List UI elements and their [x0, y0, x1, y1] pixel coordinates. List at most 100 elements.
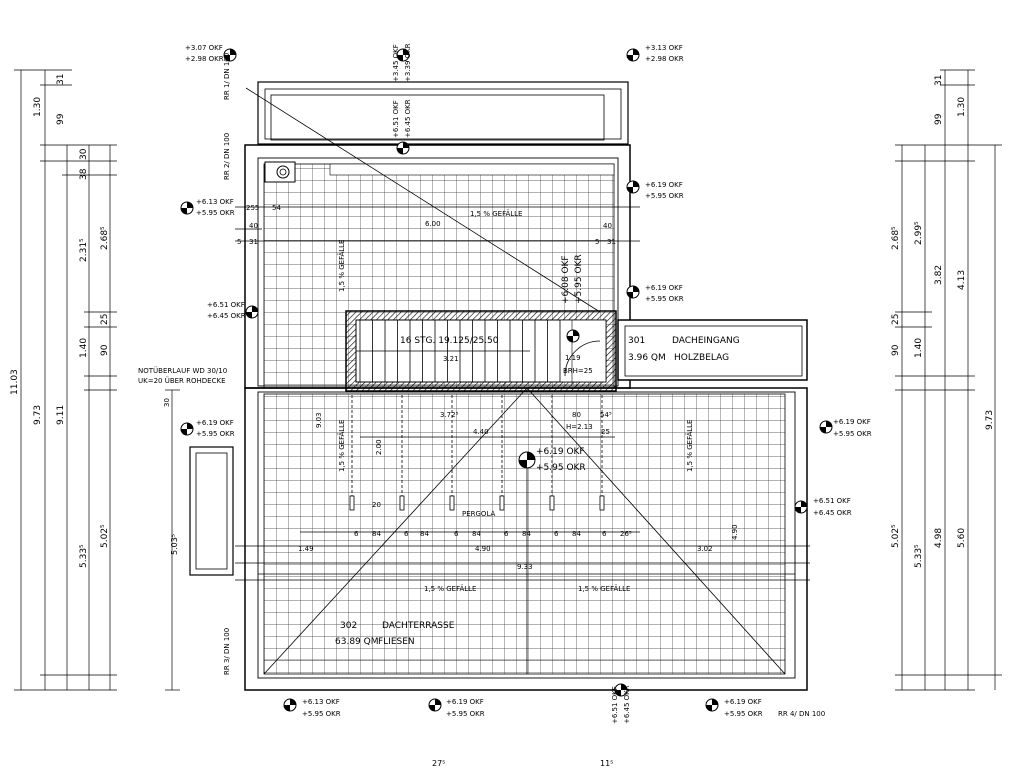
left-n: 25 — [100, 314, 110, 325]
elevation-markers — [180, 48, 833, 712]
level-b2-okr: +5.95 OKR — [446, 710, 485, 718]
level-r4-okf: +6.51 OKF — [813, 497, 851, 505]
pergola-post — [599, 495, 605, 511]
pergola-columns — [349, 395, 605, 511]
dim-119: 1.19 — [565, 354, 581, 362]
room-301-area: 3.96 QM — [628, 353, 666, 363]
left-total: 11.03 — [10, 369, 20, 395]
dim-40-r: 40 — [603, 222, 612, 230]
dim-84-c: 84 — [472, 530, 481, 538]
overflow-line-2: UK=20 ÜBER ROHDECKE — [138, 376, 226, 385]
level-tl-okr: +2.98 OKR — [185, 55, 224, 63]
level-mid-okr: +6.45 OKR — [404, 99, 412, 138]
right-n: 31 — [934, 75, 944, 86]
room-302-area: 63.89 QM — [335, 637, 378, 647]
elevation-marker-icon — [566, 329, 580, 343]
dim-6-c: 6 — [454, 530, 459, 538]
dim-302: 3.02 — [697, 545, 713, 553]
dim-490-v: 4.90 — [731, 524, 739, 540]
elevation-marker-icon — [626, 180, 640, 194]
dim-265: 26⁵ — [620, 530, 632, 538]
stair-label: 16 STG. 19.125/25.50 — [400, 336, 499, 346]
pergola-label: PERGOLA — [462, 510, 496, 518]
elevation-marker-icon — [518, 451, 536, 469]
room-301-number: 301 — [628, 336, 645, 346]
pergola-post — [549, 495, 555, 511]
dim-5-l: 5 — [237, 238, 241, 246]
level-b2-okf: +6.19 OKF — [446, 698, 484, 706]
room-301-floor: HOLZBELAG — [674, 353, 729, 363]
elevation-marker-icon — [428, 698, 442, 712]
slope-labels: 1,5 % GEFÄLLE 1,5 % GEFÄLLE 1,5 % GEFÄLL… — [337, 209, 694, 593]
right-a: 1.30 — [957, 97, 967, 117]
right-g: 1.40 — [914, 338, 924, 358]
left-k: 2.68⁵ — [100, 226, 110, 250]
dim-54b: 54⁵ — [600, 411, 612, 419]
right-d: 2.99⁵ — [914, 221, 924, 245]
left-h: 38 — [79, 168, 89, 180]
dim-490: 4.90 — [475, 545, 491, 553]
pergola-post — [449, 495, 455, 511]
right-m: 5.60 — [957, 528, 967, 548]
dim-440: 4.40 — [473, 428, 489, 436]
slope-lower-left: 1,5 % GEFÄLLE — [337, 420, 346, 472]
level-r2-okr: +5.95 OKR — [645, 295, 684, 303]
left-i: 30 — [79, 148, 89, 160]
left-balcony — [189, 446, 234, 576]
pergola-post — [349, 495, 355, 511]
slope-left: 1,5 % GEFÄLLE — [337, 240, 346, 292]
dim-3725: 3.72⁵ — [440, 411, 459, 419]
level-tm-okf: +3.45 OKF — [392, 44, 400, 82]
elevation-marker-icon — [396, 141, 410, 155]
lower-terrace — [244, 387, 808, 691]
elevation-marker-icon — [626, 48, 640, 62]
dim-80: 80 — [572, 411, 581, 419]
level-mid-okf: +6.51 OKF — [392, 100, 400, 138]
level-center-okr: +5.95 OKR — [536, 463, 586, 473]
left-g: 31 — [56, 74, 66, 85]
left-j: 2.31⁵ — [79, 238, 89, 262]
dim-149: 1.49 — [298, 545, 314, 553]
level-labels: +3.07 OKF +2.98 OKR +3.13 OKF +2.98 OKR … — [185, 43, 872, 724]
level-r1-okr: +5.95 OKR — [645, 192, 684, 200]
dim-31-r: 31 — [607, 238, 616, 246]
right-b: 99 — [934, 113, 944, 125]
level-tr-okf: +3.13 OKF — [645, 44, 683, 52]
left-d: 5.02⁵ — [100, 524, 110, 548]
left-f: 99 — [56, 113, 66, 125]
level-l1-okr: +5.95 OKR — [196, 209, 235, 217]
right-i: 25 — [891, 314, 901, 325]
level-b4-okf: +6.19 OKF — [724, 698, 762, 706]
left-c: 5.33⁵ — [79, 544, 89, 568]
right-total: 9.73 — [985, 410, 995, 430]
elevation-marker-icon — [180, 201, 194, 215]
left-dimension-chains — [14, 69, 180, 691]
level-l2-okr: +6.45 OKR — [207, 312, 246, 320]
dim-255: 255 — [246, 204, 259, 212]
horizontal-dimension-lines — [235, 206, 810, 581]
left-l: 1.40 — [79, 338, 89, 358]
elevation-marker-icon — [245, 305, 259, 319]
room-301-outline — [617, 319, 808, 381]
elevation-marker-icon — [283, 698, 297, 712]
level-b1-okf: +6.13 OKF — [302, 698, 340, 706]
slope-top: 1,5 % GEFÄLLE — [470, 209, 522, 218]
left-a: 9.73 — [33, 405, 43, 425]
right-h: 90 — [891, 344, 901, 356]
room-labels: 16 STG. 19.125/25.50 3.21 301 DACHEINGAN… — [335, 336, 740, 647]
elevation-marker-icon — [396, 48, 410, 62]
elevation-marker-icon — [223, 48, 237, 62]
dim-20: 20 — [372, 501, 381, 509]
elevation-marker-icon — [705, 698, 719, 712]
left-o: 5.03⁵ — [170, 534, 179, 555]
elevation-marker-icon — [180, 422, 194, 436]
level-b1-okr: +5.95 OKR — [302, 710, 341, 718]
dimension-labels: 6.00 255 54 40 31 5 40 31 5 1.19 BRH=25 … — [163, 204, 739, 571]
level-r2-okf: +6.19 OKF — [645, 284, 683, 292]
dim-6-f: 6 — [602, 530, 607, 538]
room-301-name: DACHEINGANG — [672, 336, 740, 346]
drain-rr3-label: RR 3/ DN 100 — [223, 628, 231, 675]
level-r3-okf: +6.19 OKF — [833, 418, 871, 426]
dim-84-d: 84 — [522, 530, 531, 538]
